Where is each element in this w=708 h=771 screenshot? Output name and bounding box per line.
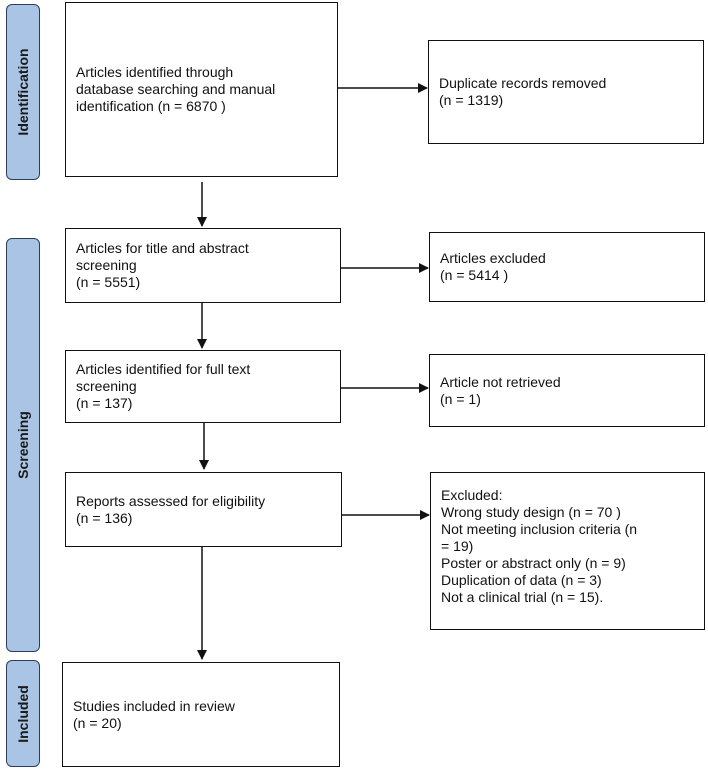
box-title-abstract-text: Articles for title and abstract screenin… (76, 240, 249, 290)
phase-screening: Screening (6, 238, 40, 652)
box-excluded-2-text: Excluded: Wrong study design (n = 70 ) N… (441, 487, 638, 605)
box-full-text-text: Articles identified for full text screen… (76, 361, 251, 411)
box-eligibility: Reports assessed for eligibility (n = 13… (65, 472, 342, 547)
phase-included: Included (6, 660, 40, 767)
box-not-retrieved-text: Article not retrieved (n = 1) (440, 373, 561, 407)
box-title-abstract: Articles for title and abstract screenin… (65, 228, 341, 303)
box-excluded-1: Articles excluded (n = 5414 ) (429, 232, 705, 302)
box-duplicates: Duplicate records removed (n = 1319) (428, 40, 704, 144)
box-not-retrieved: Article not retrieved (n = 1) (429, 354, 705, 427)
box-identified: Articles identified through database sea… (65, 2, 338, 177)
box-eligibility-text: Reports assessed for eligibility (n = 13… (76, 492, 266, 526)
box-full-text: Articles identified for full text screen… (65, 350, 341, 423)
phase-identification: Identification (6, 4, 40, 180)
box-excluded-2: Excluded: Wrong study design (n = 70 ) N… (430, 472, 705, 630)
box-excluded-1-text: Articles excluded (n = 5414 ) (440, 250, 546, 283)
box-included: Studies included in review (n = 20) (62, 662, 340, 767)
box-identified-text: Articles identified through database sea… (76, 64, 276, 114)
box-included-text: Studies included in review (n = 20) (73, 697, 235, 731)
box-duplicates-text: Duplicate records removed (n = 1319) (439, 75, 607, 108)
